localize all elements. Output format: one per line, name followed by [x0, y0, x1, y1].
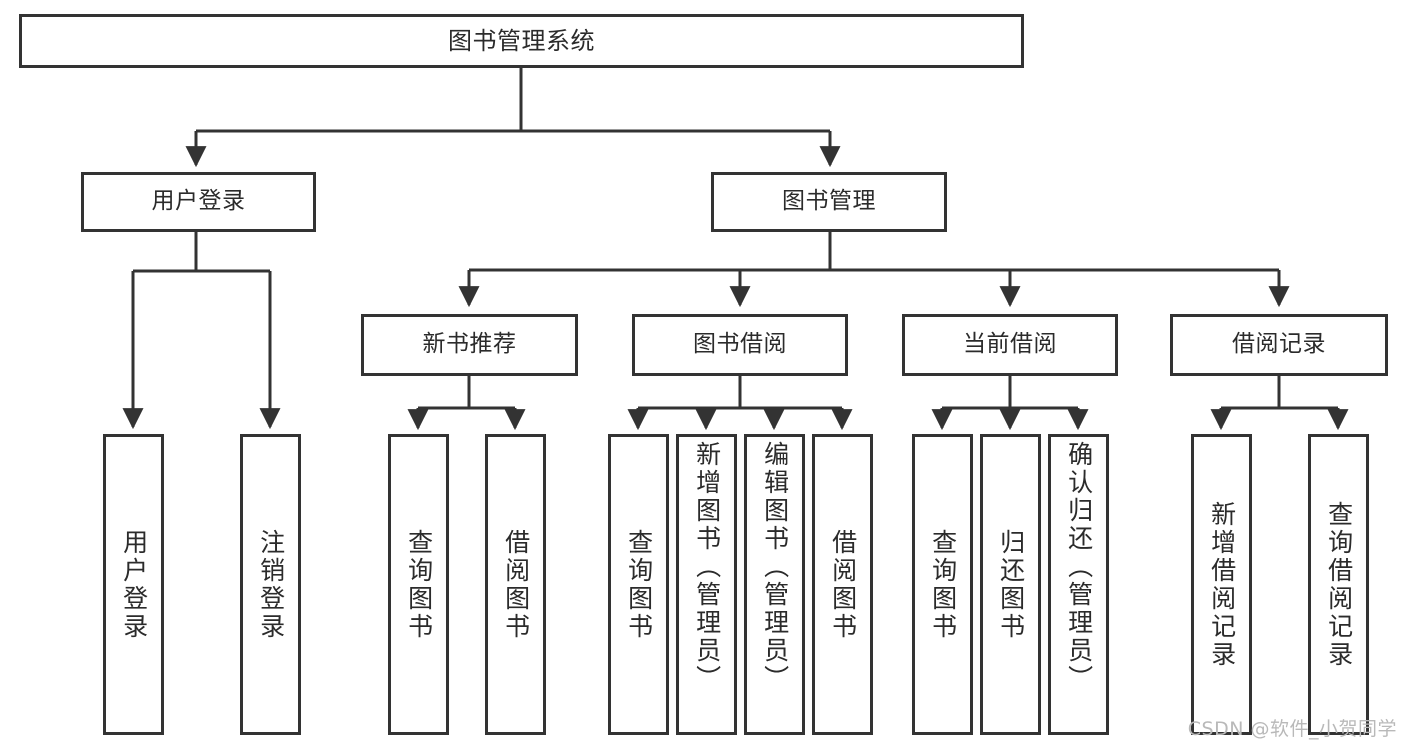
- leaf-label: 查询图书: [624, 528, 654, 641]
- leaf-borrow-record-0[interactable]: 新增借阅记录: [1191, 434, 1252, 735]
- node-new-book-rec[interactable]: 新书推荐: [361, 314, 578, 376]
- leaf-label: 查询借阅记录: [1324, 500, 1354, 669]
- leaf-book-borrow-0[interactable]: 查询图书: [608, 434, 669, 735]
- leaf-book-borrow-1[interactable]: 新增图书（管理员）: [676, 434, 737, 735]
- leaf-label: 查询图书: [404, 528, 434, 641]
- csdn-watermark: CSDN @软件_小贺同学: [1187, 718, 1397, 740]
- leaf-user-login-1[interactable]: 注销登录: [240, 434, 301, 735]
- leaf-current-borrow-2[interactable]: 确认归还（管理员）: [1048, 434, 1109, 735]
- node-current-borrow[interactable]: 当前借阅: [902, 314, 1118, 376]
- leaf-book-borrow-3[interactable]: 借阅图书: [812, 434, 873, 735]
- node-book-manage-label: 图书管理: [782, 188, 876, 215]
- node-root[interactable]: 图书管理系统: [19, 14, 1024, 68]
- leaf-label: 用户登录: [119, 528, 149, 641]
- node-current-borrow-label: 当前借阅: [963, 331, 1057, 358]
- leaf-label: 确认归还（管理员）: [1064, 441, 1094, 693]
- leaf-label: 新增图书（管理员）: [692, 441, 722, 693]
- node-user-login[interactable]: 用户登录: [81, 172, 316, 232]
- node-book-manage[interactable]: 图书管理: [711, 172, 947, 232]
- leaf-current-borrow-1[interactable]: 归还图书: [980, 434, 1041, 735]
- leaf-label: 借阅图书: [828, 528, 858, 641]
- node-borrow-record-label: 借阅记录: [1232, 331, 1326, 358]
- leaf-label: 注销登录: [256, 528, 286, 641]
- leaf-book-borrow-2[interactable]: 编辑图书（管理员）: [744, 434, 805, 735]
- node-new-book-rec-label: 新书推荐: [422, 331, 517, 358]
- leaf-new-book-rec-0[interactable]: 查询图书: [388, 434, 449, 735]
- leaf-label: 新增借阅记录: [1207, 500, 1237, 669]
- node-root-label: 图书管理系统: [448, 26, 595, 55]
- node-book-borrow[interactable]: 图书借阅: [632, 314, 848, 376]
- leaf-label: 查询图书: [928, 528, 958, 641]
- leaf-user-login-0[interactable]: 用户登录: [103, 434, 164, 735]
- leaf-borrow-record-1[interactable]: 查询借阅记录: [1308, 434, 1369, 735]
- leaf-current-borrow-0[interactable]: 查询图书: [912, 434, 973, 735]
- leaf-label: 编辑图书（管理员）: [760, 441, 790, 693]
- leaf-label: 归还图书: [996, 528, 1026, 641]
- node-user-login-label: 用户登录: [151, 188, 246, 215]
- leaf-new-book-rec-1[interactable]: 借阅图书: [485, 434, 546, 735]
- leaf-label: 借阅图书: [501, 528, 531, 641]
- node-book-borrow-label: 图书借阅: [693, 331, 787, 358]
- node-borrow-record[interactable]: 借阅记录: [1170, 314, 1388, 376]
